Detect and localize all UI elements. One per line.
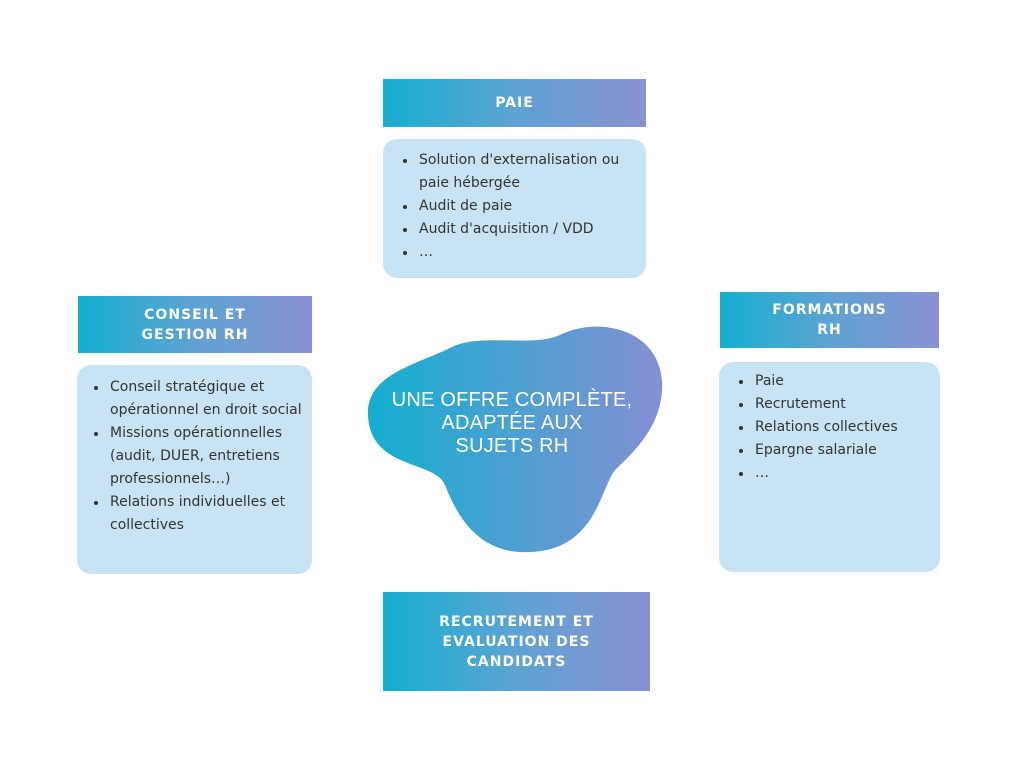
formations-box: Paie Recrutement Relations collectives E… [719, 362, 940, 572]
center-title: UNE OFFRE COMPLÈTE, ADAPTÉE AUX SUJETS R… [391, 389, 633, 457]
formations-item: … [753, 462, 932, 485]
paie-item: Audit d'acquisition / VDD [417, 218, 636, 241]
paie-item: … [417, 241, 636, 264]
conseil-item: Relations individuelles et collectives [108, 491, 304, 537]
recrutement-header: RECRUTEMENT ET EVALUATION DES CANDIDATS [383, 592, 650, 691]
conseil-item: Missions opérationnelles (audit, DUER, e… [108, 422, 304, 491]
formations-header: FORMATIONS RH [720, 292, 939, 348]
formations-item: Relations collectives [753, 416, 932, 439]
conseil-item: Conseil stratégique et opérationnel en d… [108, 376, 304, 422]
center-blob [367, 326, 663, 553]
paie-item: Solution d'externalisation ou paie héber… [417, 149, 636, 195]
formations-list: Paie Recrutement Relations collectives E… [731, 370, 932, 485]
paie-list: Solution d'externalisation ou paie héber… [395, 149, 636, 264]
conseil-box: Conseil stratégique et opérationnel en d… [77, 365, 312, 574]
formations-item: Recrutement [753, 393, 932, 416]
conseil-header: CONSEIL ET GESTION RH [78, 296, 312, 353]
formations-item: Paie [753, 370, 932, 393]
paie-header: PAIE [383, 79, 646, 127]
paie-box: Solution d'externalisation ou paie héber… [383, 139, 646, 278]
formations-item: Epargne salariale [753, 439, 932, 462]
conseil-list: Conseil stratégique et opérationnel en d… [86, 376, 304, 537]
paie-item: Audit de paie [417, 195, 636, 218]
